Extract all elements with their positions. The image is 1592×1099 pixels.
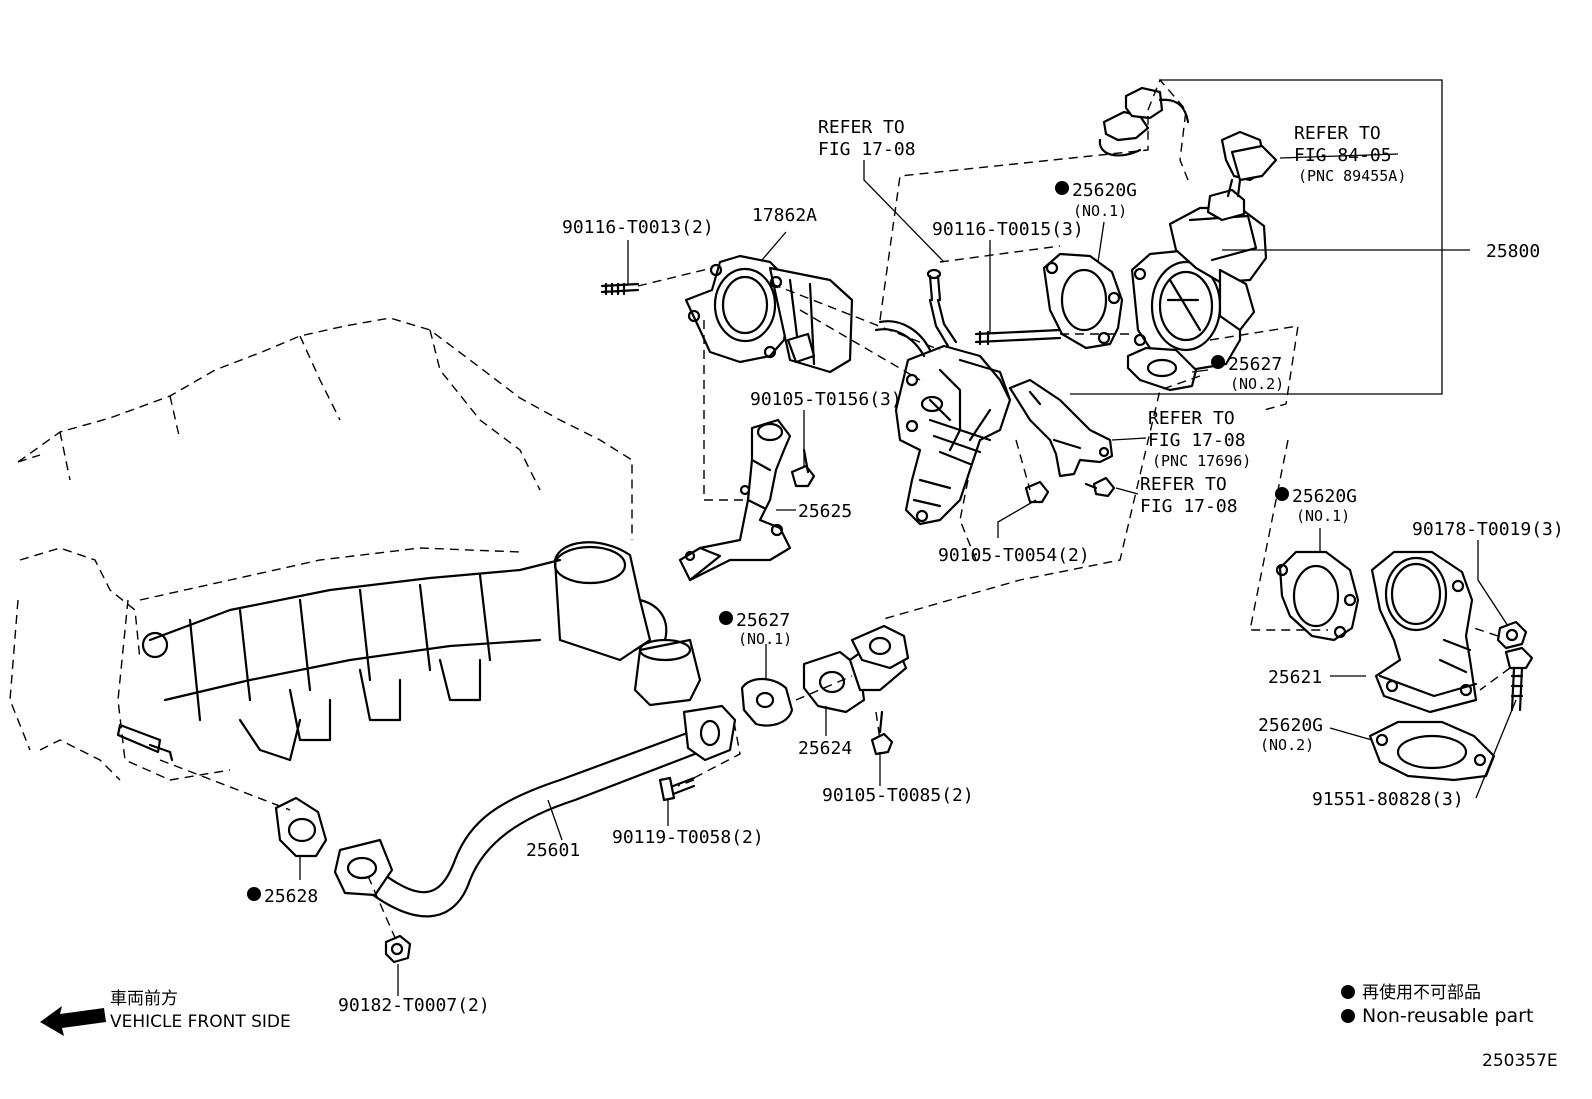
label-90182-t0007: 90182-T0007(2) bbox=[338, 995, 490, 1016]
non-reusable-marker bbox=[719, 611, 733, 625]
label-17862a: 17862A bbox=[752, 205, 817, 226]
gasket-25627-no2-top bbox=[1126, 346, 1198, 392]
label-25624: 25624 bbox=[798, 738, 852, 759]
gasket-25620g-no1-top bbox=[1042, 252, 1124, 350]
label-refer-17-08-b-line1: REFER TO bbox=[1148, 408, 1235, 429]
bolt-90105-t0054-b bbox=[1084, 476, 1116, 498]
label-25800: 25800 bbox=[1486, 241, 1540, 262]
non-reusable-marker bbox=[1211, 355, 1225, 369]
legend: 再使用不可部品 Non-reusable part bbox=[1341, 982, 1533, 1027]
label-25625: 25625 bbox=[798, 501, 852, 522]
label-90116-t0015: 90116-T0015(3) bbox=[932, 219, 1084, 240]
throttle-body-17862a bbox=[684, 254, 854, 374]
vsv-sensor bbox=[1220, 130, 1278, 198]
egr-valve-25800 bbox=[1130, 188, 1268, 372]
label-90119-t0058: 90119-T0058(2) bbox=[612, 827, 764, 848]
gasket-25620g-no2-low bbox=[1368, 720, 1496, 782]
legend-dot-icon bbox=[1341, 985, 1355, 999]
label-no1-top: (NO.1) bbox=[1073, 202, 1127, 220]
engine-block-outline bbox=[9, 317, 633, 781]
vehicle-front-indicator: 車両前方 VEHICLE FRONT SIDE bbox=[40, 989, 291, 1036]
egr-valve-housing bbox=[894, 344, 1012, 526]
vehicle-front-jp: 車両前方 bbox=[110, 989, 178, 1009]
gasket-25627-no1 bbox=[740, 677, 794, 727]
non-reusable-marker bbox=[247, 887, 261, 901]
label-90105-t0054: 90105-T0054(2) bbox=[938, 545, 1090, 566]
alignment-lines bbox=[159, 78, 1511, 941]
bolt-90119-t0058 bbox=[658, 776, 696, 802]
pipe-25624 bbox=[802, 624, 910, 714]
vacuum-hoses bbox=[874, 268, 958, 358]
label-25628: 25628 bbox=[264, 886, 318, 907]
non-reusable-marker bbox=[1275, 487, 1289, 501]
label-25620g-right: 25620G bbox=[1292, 486, 1357, 507]
label-25627-top: 25627 bbox=[1228, 354, 1282, 375]
label-90105-t0085: 90105-T0085(2) bbox=[822, 785, 974, 806]
figure-id: 250357E bbox=[1482, 1051, 1558, 1071]
gasket-25628 bbox=[274, 796, 328, 858]
legend-item-jp: 再使用不可部品 bbox=[1362, 982, 1481, 1003]
non-reusable-marker bbox=[1055, 181, 1069, 195]
label-refer-17-08-a-line2: FIG 17-08 bbox=[818, 139, 916, 160]
gasket-25620g-no1-right bbox=[1275, 550, 1360, 642]
bracket-pnc-17696 bbox=[1008, 378, 1114, 478]
part-labels: 90116-T0013(2) 17862A REFER TO FIG 17-08… bbox=[247, 117, 1564, 1016]
label-25627-mid: 25627 bbox=[736, 610, 790, 631]
stud-90116-t0015 bbox=[974, 328, 1062, 346]
stud-90116-t0013 bbox=[600, 282, 640, 296]
label-refer-84-05-line2: FIG 84-05 bbox=[1294, 145, 1392, 166]
bracket-25625 bbox=[678, 418, 792, 582]
vacuum-switch bbox=[1098, 86, 1190, 157]
label-no1-mid: (NO.1) bbox=[738, 630, 792, 648]
legend-item-en: Non-reusable part bbox=[1362, 1005, 1533, 1027]
label-25620g-low: 25620G bbox=[1258, 715, 1323, 736]
label-refer-84-05-line1: REFER TO bbox=[1294, 123, 1381, 144]
stud-91551-80828 bbox=[1504, 646, 1534, 712]
label-90116-t0013: 90116-T0013(2) bbox=[562, 217, 714, 238]
nut-90182-t0007 bbox=[384, 934, 412, 964]
intake-manifold bbox=[116, 541, 702, 762]
label-25621: 25621 bbox=[1268, 667, 1322, 688]
egr-pipe-25621 bbox=[1370, 550, 1478, 714]
legend-dot-icon bbox=[1341, 1009, 1355, 1023]
label-25601: 25601 bbox=[526, 840, 580, 861]
leader-lines bbox=[299, 153, 1517, 996]
label-90178-t0019: 90178-T0019(3) bbox=[1412, 519, 1564, 540]
bolt-90105-t0085 bbox=[870, 710, 894, 756]
label-25620g-top: 25620G bbox=[1072, 180, 1137, 201]
front-arrow-icon bbox=[40, 1006, 106, 1036]
label-90105-t0156: 90105-T0156(3) bbox=[750, 389, 902, 410]
label-refer-17-08-c-line2: FIG 17-08 bbox=[1140, 496, 1238, 517]
vehicle-front-en: VEHICLE FRONT SIDE bbox=[110, 1012, 291, 1032]
label-no1-right: (NO.1) bbox=[1296, 507, 1350, 525]
label-refer-17-08-c-line1: REFER TO bbox=[1140, 474, 1227, 495]
label-91551-80828: 91551-80828(3) bbox=[1312, 789, 1464, 810]
bolt-90105-t0156 bbox=[790, 448, 816, 488]
label-no2-top: (NO.2) bbox=[1230, 375, 1284, 393]
label-no2-low: (NO.2) bbox=[1260, 736, 1314, 754]
egr-pipe-25601 bbox=[333, 704, 737, 918]
nut-90178-t0019 bbox=[1496, 620, 1528, 650]
label-pnc-17696: (PNC 17696) bbox=[1152, 452, 1251, 470]
bolt-90105-t0054-a bbox=[1024, 480, 1050, 504]
assembly-bracket-25800 bbox=[1070, 79, 1443, 395]
label-pnc-89455a: (PNC 89455A) bbox=[1298, 167, 1406, 185]
label-refer-17-08-a-line1: REFER TO bbox=[818, 117, 905, 138]
label-refer-17-08-b-line2: FIG 17-08 bbox=[1148, 430, 1246, 451]
